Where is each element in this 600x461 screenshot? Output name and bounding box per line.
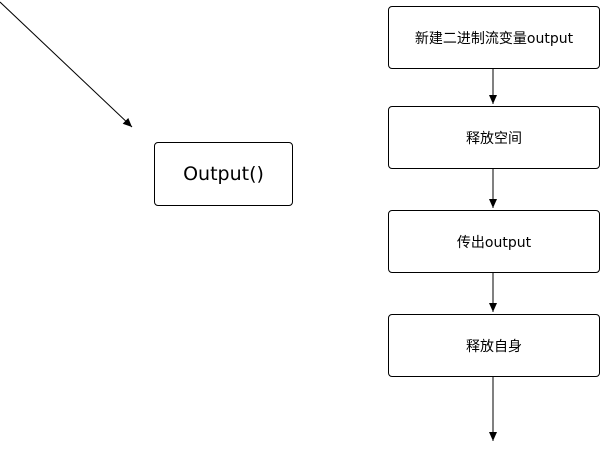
incoming-arrow — [0, 1, 133, 128]
step-box-release-self[interactable]: 释放自身 — [388, 314, 600, 377]
step-box-free-space[interactable]: 释放空间 — [388, 106, 600, 169]
function-box-output[interactable]: Output() — [154, 142, 293, 206]
step-box-create-output-stream[interactable]: 新建二进制流变量output — [388, 6, 600, 69]
step-box-pass-output[interactable]: 传出output — [388, 210, 600, 273]
